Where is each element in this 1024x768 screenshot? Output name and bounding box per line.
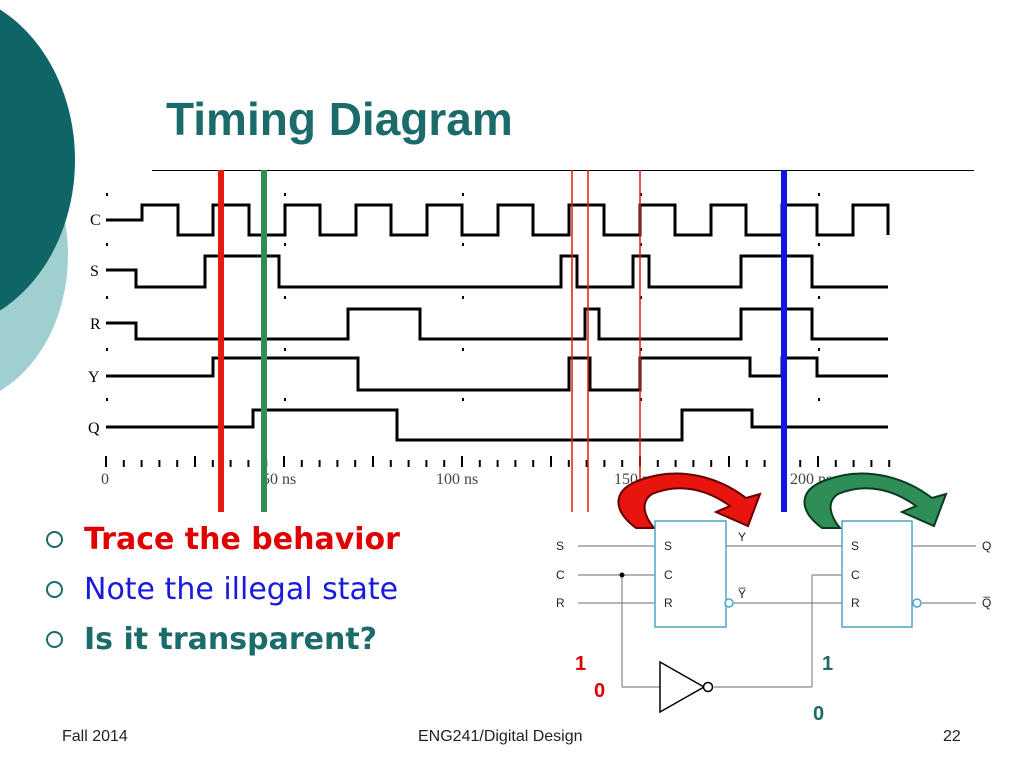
dark-teal-shape [0, 9, 75, 311]
latch1-pin-c: C [664, 568, 673, 582]
title-divider [152, 170, 974, 171]
footer-date: Fall 2014 [62, 728, 128, 745]
inverter-icon [659, 660, 706, 714]
time-label-0: 0 [101, 471, 109, 488]
inverter-bubble [702, 681, 714, 693]
bullet-item: Note the illegal state [44, 572, 400, 622]
input-label-r: R [556, 596, 565, 610]
inversion-bubble-1 [724, 598, 734, 608]
bullet-circle-icon [46, 581, 63, 598]
clock-value-right-1: 1 [822, 653, 833, 675]
bullet-item: Is it transparent? [44, 622, 400, 672]
signal-label-y: Y [88, 369, 100, 386]
bullet-circle-icon [46, 531, 63, 548]
bullet-circle-icon [46, 631, 63, 648]
waveform-y [106, 356, 888, 392]
latch1-output-ybar: Y̅ [738, 587, 746, 601]
latch1-pin-r: R [664, 596, 673, 610]
latch2-pin-c: C [851, 568, 860, 582]
clock-value-right-0: 0 [813, 703, 824, 725]
footer-course: ENG241/Digital Design [418, 728, 583, 745]
bullet-item: Trace the behavior [44, 522, 400, 572]
time-axis [105, 456, 891, 467]
time-label-100: 100 ns [436, 471, 478, 488]
waveform-q [106, 408, 888, 442]
inversion-bubble-2 [912, 598, 922, 608]
transfer-arrow-red-icon [617, 472, 762, 529]
signal-label-q: Q [88, 420, 100, 437]
clock-value-left-0: 0 [594, 680, 605, 702]
grid-dots [106, 193, 820, 401]
input-label-c: C [556, 568, 565, 582]
signal-label-r: R [90, 316, 101, 333]
bullet-list: Trace the behavior Note the illegal stat… [44, 522, 400, 672]
page-title: Timing Diagram [166, 93, 513, 145]
latch1-output-y: Y [738, 530, 746, 544]
latch-2 [841, 520, 913, 628]
junction-dot [619, 572, 625, 578]
clock-value-left-1: 1 [575, 653, 586, 675]
latch-1 [654, 520, 727, 628]
transfer-arrow-green-icon [803, 472, 948, 529]
signal-label-c: C [90, 212, 101, 229]
latch1-pin-s: S [664, 539, 672, 553]
output-label-q: Q [982, 539, 991, 553]
latch2-pin-s: S [851, 539, 859, 553]
signal-label-s: S [90, 263, 99, 280]
footer-page-number: 22 [943, 728, 961, 745]
waveform-c [106, 203, 890, 237]
latch2-pin-r: R [851, 596, 860, 610]
output-label-qbar: Q̅ [982, 596, 991, 610]
waveform-r [106, 307, 888, 341]
time-label-50: 50 ns [262, 471, 296, 488]
waveform-s [106, 254, 888, 289]
input-label-s: S [556, 539, 564, 553]
